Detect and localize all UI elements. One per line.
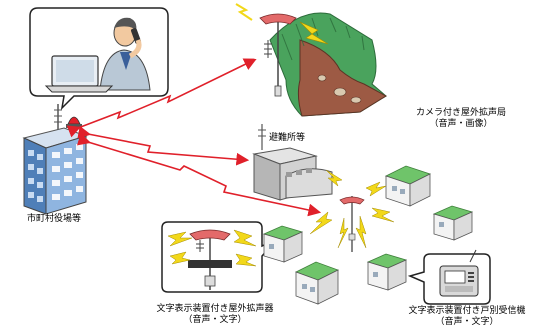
operator-bubble	[29, 7, 169, 111]
home-receiver-title: 文字表示装置付き戸別受信機	[408, 306, 526, 316]
city-hall-label: 市町村役場等	[26, 214, 81, 224]
camera-station-title: カメラ付き屋外拡声局	[415, 108, 506, 118]
home-receiver-subtitle: （音声・文字）	[435, 317, 499, 327]
camera-station-subtitle: （音声・画像）	[429, 119, 493, 129]
lightning-icon	[167, 229, 257, 267]
camera-station-label: カメラ付き屋外拡声局 （音声・画像）	[406, 108, 516, 130]
outdoor-speaker-label: 文字表示装置付き屋外拡声器 （音声・文字）	[140, 304, 290, 326]
antenna-icon	[264, 40, 272, 58]
house-icon	[262, 225, 304, 263]
speaker-icon	[259, 13, 297, 25]
house-icon	[384, 165, 432, 207]
house-icon	[366, 253, 408, 291]
siren-icon	[66, 116, 82, 128]
city-hall-building	[22, 104, 88, 215]
link-to-shelter	[77, 125, 250, 166]
link-to-village	[76, 133, 322, 217]
link-to-camera-station	[66, 58, 257, 138]
radio-receiver-icon	[439, 249, 479, 297]
village-houses	[262, 165, 474, 305]
home-receiver-bubble	[407, 249, 491, 305]
shelter-label: 避難所等	[268, 133, 305, 143]
antenna-icon	[54, 104, 62, 132]
text-display-panel	[188, 260, 232, 268]
outdoor-speaker-bubble	[161, 221, 279, 293]
lightning-icon	[235, 3, 329, 45]
house-icon	[294, 261, 340, 305]
speaker-icon	[189, 229, 231, 241]
outdoor-speaker-title: 文字表示装置付き屋外拡声器	[156, 304, 274, 314]
radio-links	[66, 58, 322, 217]
lightning-icon	[309, 169, 395, 249]
camera-station-hill	[235, 3, 387, 117]
outdoor-speaker-subtitle: （音声・文字）	[183, 315, 247, 325]
home-receiver-label: 文字表示装置付き戸別受信機 （音声・文字）	[392, 306, 542, 328]
speaker-icon	[339, 196, 365, 205]
antenna-icon	[196, 240, 204, 252]
house-icon	[432, 205, 474, 241]
